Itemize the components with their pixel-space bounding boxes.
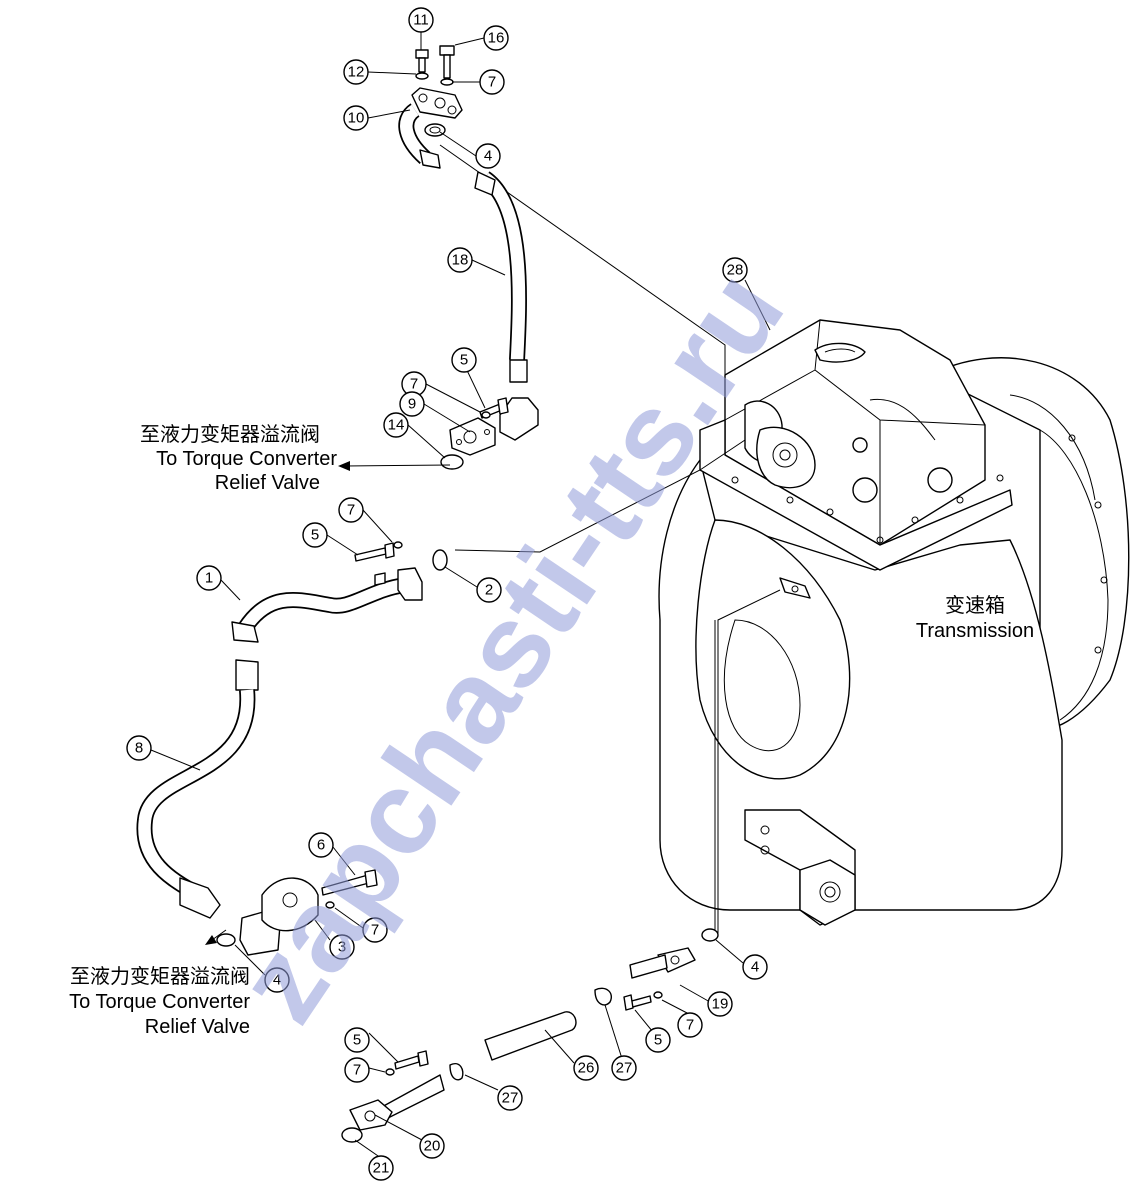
svg-text:Transmission: Transmission [916, 620, 1034, 642]
svg-text:4: 4 [751, 959, 759, 976]
callout-3: 3 [329, 934, 355, 960]
svg-text:6: 6 [317, 837, 325, 854]
svg-text:4: 4 [273, 972, 281, 989]
relief-valve-label-lower: 至液力变矩器溢流阀 To Torque Converter Relief Val… [69, 965, 250, 1038]
callout-28: 28 [722, 257, 748, 283]
callout-4: 4 [264, 967, 290, 993]
callout-4: 4 [475, 143, 501, 169]
svg-text:至液力变矩器溢流阀: 至液力变矩器溢流阀 [140, 423, 320, 446]
svg-text:变速箱: 变速箱 [945, 594, 1005, 617]
callout-7: 7 [362, 917, 388, 943]
svg-text:7: 7 [488, 74, 496, 91]
transmission-label: 变速箱 Transmission [916, 594, 1034, 642]
svg-text:5: 5 [460, 352, 468, 369]
callout-5: 5 [344, 1027, 370, 1053]
relief-valve-label-upper: 至液力变矩器溢流阀 To Torque Converter Relief Val… [140, 423, 337, 494]
middle-pipe-assembly [136, 541, 448, 956]
svg-text:Relief Valve: Relief Valve [145, 1016, 250, 1038]
callout-5: 5 [645, 1027, 671, 1053]
svg-text:7: 7 [353, 1062, 361, 1079]
callout-8: 8 [126, 735, 152, 761]
callout-19: 19 [707, 991, 733, 1017]
callouts: 11 16 12 7 10 4 18 28 5 7 9 14 7 5 1 2 8… [126, 7, 771, 1181]
callout-2: 2 [476, 577, 502, 603]
svg-text:7: 7 [410, 376, 418, 393]
callout-27: 27 [497, 1085, 523, 1111]
callout-7: 7 [677, 1012, 703, 1038]
svg-text:28: 28 [727, 262, 744, 279]
svg-text:2: 2 [485, 582, 493, 599]
callout-9: 9 [399, 391, 425, 417]
callout-21: 21 [368, 1155, 394, 1181]
svg-text:16: 16 [488, 30, 505, 47]
callout-12: 12 [343, 59, 369, 85]
callout-14: 14 [383, 412, 409, 438]
svg-text:1: 1 [205, 570, 213, 587]
callout-4: 4 [742, 954, 768, 980]
svg-text:7: 7 [371, 922, 379, 939]
callout-6: 6 [308, 832, 334, 858]
svg-text:19: 19 [712, 996, 729, 1013]
callout-18: 18 [447, 247, 473, 273]
svg-text:18: 18 [452, 252, 469, 269]
callout-7: 7 [344, 1057, 370, 1083]
lower-pipe-assembly [341, 928, 719, 1143]
callout-10: 10 [343, 105, 369, 131]
callout-7: 7 [338, 497, 364, 523]
svg-text:10: 10 [348, 110, 365, 127]
svg-text:To Torque Converter: To Torque Converter [156, 448, 337, 470]
svg-text:7: 7 [686, 1017, 694, 1034]
callout-27: 27 [611, 1055, 637, 1081]
svg-text:9: 9 [408, 396, 416, 413]
transmission-housing [658, 319, 1130, 930]
svg-text:27: 27 [616, 1060, 633, 1077]
svg-text:14: 14 [388, 417, 405, 434]
svg-text:5: 5 [353, 1032, 361, 1049]
routing-lines [439, 144, 781, 935]
svg-text:至液力变矩器溢流阀: 至液力变矩器溢流阀 [70, 965, 250, 988]
svg-text:11: 11 [413, 12, 429, 29]
svg-text:26: 26 [578, 1060, 595, 1077]
callout-5: 5 [302, 522, 328, 548]
svg-text:Relief Valve: Relief Valve [215, 472, 320, 494]
svg-text:4: 4 [484, 148, 492, 165]
callout-11: 11 [408, 7, 434, 33]
svg-text:5: 5 [311, 527, 319, 544]
upper-pipe-assembly [338, 45, 539, 471]
callout-5: 5 [451, 347, 477, 373]
callout-16: 16 [483, 25, 509, 51]
svg-text:7: 7 [347, 502, 355, 519]
svg-text:12: 12 [348, 64, 365, 81]
callout-7: 7 [479, 69, 505, 95]
svg-text:20: 20 [424, 1138, 441, 1155]
svg-text:To Torque Converter: To Torque Converter [69, 991, 250, 1013]
callout-26: 26 [573, 1055, 599, 1081]
svg-text:21: 21 [373, 1160, 390, 1177]
svg-text:27: 27 [502, 1090, 519, 1107]
callout-20: 20 [419, 1133, 445, 1159]
svg-text:3: 3 [338, 939, 346, 956]
svg-text:5: 5 [654, 1032, 662, 1049]
svg-text:8: 8 [135, 740, 143, 757]
callout-1: 1 [196, 565, 222, 591]
